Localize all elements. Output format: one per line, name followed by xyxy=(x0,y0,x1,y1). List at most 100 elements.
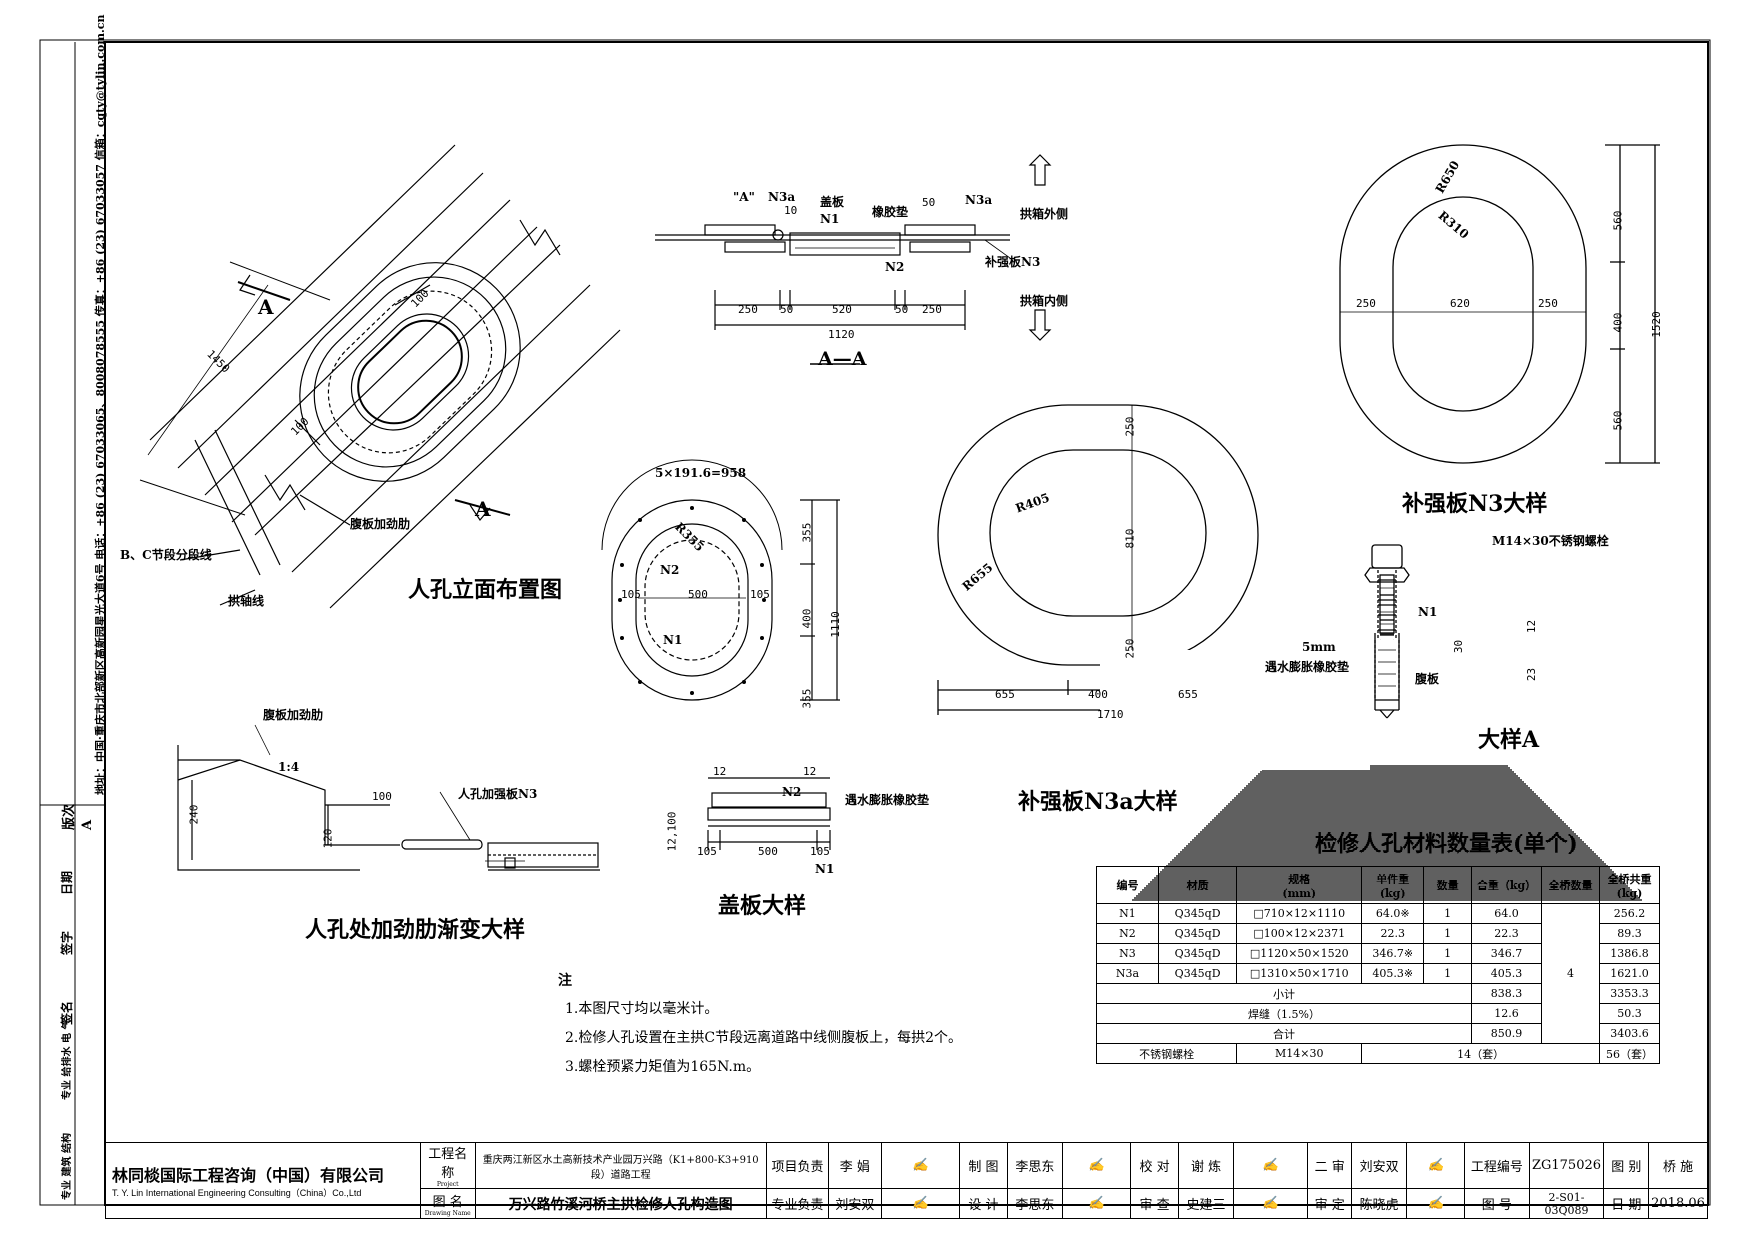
weld-label: 焊缝（1.5%） xyxy=(1096,1003,1472,1024)
weld-row: 焊缝（1.5%） 12.6 50.3 xyxy=(1096,1003,1661,1024)
th-qty: 数量 xyxy=(1423,866,1472,904)
proj-lead-signature: ✍ xyxy=(880,1142,960,1189)
draw-signature: ✍ xyxy=(1061,1142,1131,1189)
n3-title: 补强板N3大样 xyxy=(1402,491,1548,517)
project-label: 工程名称 xyxy=(428,1147,468,1181)
proj-no: ZG175026 xyxy=(1528,1142,1605,1189)
dim-n3a-1710: 1710 xyxy=(1097,708,1124,721)
label-reinforce-n3: 补强板N3 xyxy=(985,255,1041,269)
label-n3a-right: N3a xyxy=(965,193,993,207)
design-name: 李思东 xyxy=(1007,1188,1063,1219)
review2-name: 刘安双 xyxy=(1351,1142,1407,1189)
notes-head: 注 xyxy=(558,973,572,989)
th-bridge-weight: 全桥共重 (kg) xyxy=(1598,866,1661,904)
drawing-label: 图 名 xyxy=(432,1194,463,1210)
subtotal-label: 小计 xyxy=(1096,983,1472,1004)
dim-da-12: 12 xyxy=(1525,619,1539,634)
proj-lead-name: 李 娟 xyxy=(828,1142,882,1189)
dim-n3a-250-b: 250 xyxy=(1123,638,1137,659)
sum-label: 合计 xyxy=(1096,1023,1472,1044)
cell: 1 xyxy=(1423,963,1472,984)
table-row: N1 Q345qD □710×12×1110 64.0※ 1 64.0 4 25… xyxy=(1096,903,1661,1044)
note-1: 1.本图尺寸均以毫米计。 xyxy=(565,1001,719,1017)
review-label: 审 查 xyxy=(1129,1188,1180,1219)
sum-total: 3403.6 xyxy=(1598,1023,1661,1044)
design-label: 设 计 xyxy=(958,1188,1009,1219)
label-rubber-pad: 橡胶垫 xyxy=(872,205,909,219)
dim-cs-500: 500 xyxy=(758,845,778,858)
cell: 64.0※ xyxy=(1361,903,1425,924)
company-en: T. Y. Lin International Engineering Cons… xyxy=(112,1188,362,1198)
check-label: 校 对 xyxy=(1129,1142,1180,1189)
sort-label: 图 别 xyxy=(1603,1142,1650,1189)
label-web-plate: 腹板 xyxy=(1415,672,1440,686)
dim-aa-50-l: 50 xyxy=(780,303,794,316)
label-n2-aa: N2 xyxy=(885,260,905,274)
label-n2-plan: N2 xyxy=(660,563,680,577)
sort-value: 桥 施 xyxy=(1648,1142,1708,1189)
bolt-label: 不锈钢螺栓 xyxy=(1095,1043,1238,1064)
th-spec: 规格 (mm) xyxy=(1236,866,1363,904)
review2-signature: ✍ xyxy=(1405,1142,1466,1189)
sum-value: 850.9 xyxy=(1470,1023,1543,1044)
dim-cp-105-r: 105 xyxy=(750,588,770,601)
dim-n3-560-t: 560 xyxy=(1611,210,1625,231)
cell: □100×12×2371 xyxy=(1236,923,1363,944)
drawing-name: 万兴路竹溪河桥主拱检修人孔构造图 xyxy=(474,1188,767,1219)
label-n1-aa: N1 xyxy=(820,212,840,226)
cell: □1120×50×1520 xyxy=(1236,943,1363,964)
note-2: 2.检修人孔设置在主拱C节段远离道路中线侧腹板上，每拱2个。 xyxy=(565,1030,962,1046)
dim-aa-1120: 1120 xyxy=(828,328,855,341)
label-segment-line: B、C节段分段线 xyxy=(120,548,212,562)
stiffener-transition xyxy=(177,724,600,871)
cell: 1621.0 xyxy=(1598,963,1661,984)
table-title: 检修人孔材料数量表(单个) xyxy=(1315,831,1578,857)
dim-tr-240: 240 xyxy=(187,804,201,825)
dim-aa-50-r: 50 xyxy=(895,303,909,316)
company-block: 林同棪国际工程咨询（中国）有限公司 T. Y. Lin Internationa… xyxy=(105,1142,421,1219)
cell: Q345qD xyxy=(1157,903,1238,924)
drawing-label-en: Drawing Name xyxy=(424,1209,471,1217)
left-strip-rev: A xyxy=(80,819,95,830)
cell: 22.3 xyxy=(1470,923,1543,944)
draw-name: 李思东 xyxy=(1007,1142,1063,1189)
section-title: A—A xyxy=(818,348,867,370)
material-table: 编号 材质 规格 (mm) 单件重 (kg) 数量 合重（kg） 全桥数量 全桥… xyxy=(1095,866,1661,1064)
date-value: 2018.06 xyxy=(1648,1188,1708,1219)
label-manhole-n3: 人孔加强板N3 xyxy=(458,787,538,801)
section-aa xyxy=(655,154,1052,365)
label-water-rubber-cs: 遇水膨胀橡胶垫 xyxy=(845,793,930,807)
weld-value: 12.6 xyxy=(1470,1003,1543,1024)
dim-cp-500: 500 xyxy=(688,588,708,601)
dim-n3a-400: 400 xyxy=(1088,688,1108,701)
dim-cp-400: 400 xyxy=(800,608,814,629)
cell: Q345qD xyxy=(1157,963,1238,984)
label-bolt-spec: M14×30不锈钢螺栓 xyxy=(1492,534,1609,548)
n3-plan xyxy=(1339,144,1660,464)
left-strip-r7: 专业 建筑 结构 xyxy=(62,1133,73,1200)
elevation-title: 人孔立面布置图 xyxy=(408,577,563,603)
draw-label: 制 图 xyxy=(958,1142,1009,1189)
label-n3a-left: N3a xyxy=(768,190,796,204)
proj-lead-label: 项目负责 xyxy=(765,1142,830,1189)
dim-cs-105-r: 105 xyxy=(810,845,830,858)
cell: 64.0 xyxy=(1470,903,1543,924)
company-cn: 林同棪国际工程咨询（中国）有限公司 xyxy=(112,1168,385,1185)
label-outer-side: 拱箱外侧 xyxy=(1020,207,1069,221)
dim-tr-120: 120 xyxy=(321,828,335,849)
dim-aa-520: 520 xyxy=(832,303,852,316)
cell: N2 xyxy=(1096,923,1159,944)
cell: 405.3 xyxy=(1470,963,1543,984)
label-web-stiffener: 腹板加劲肋 xyxy=(350,517,411,531)
dim-da-30: 30 xyxy=(1452,639,1466,654)
th-bridge-qty: 全桥数量 xyxy=(1541,866,1600,904)
dim-cs-12-r: 12 xyxy=(803,765,817,778)
label-arch-axis: 拱轴线 xyxy=(228,594,265,608)
cell: 256.2 xyxy=(1598,903,1661,924)
left-strip-r0: 日期 xyxy=(60,870,74,895)
dim-n3-560-b: 560 xyxy=(1611,410,1625,431)
dim-n3-1520: 1520 xyxy=(1649,311,1663,338)
section-mark-a-bottom: A xyxy=(475,497,491,521)
